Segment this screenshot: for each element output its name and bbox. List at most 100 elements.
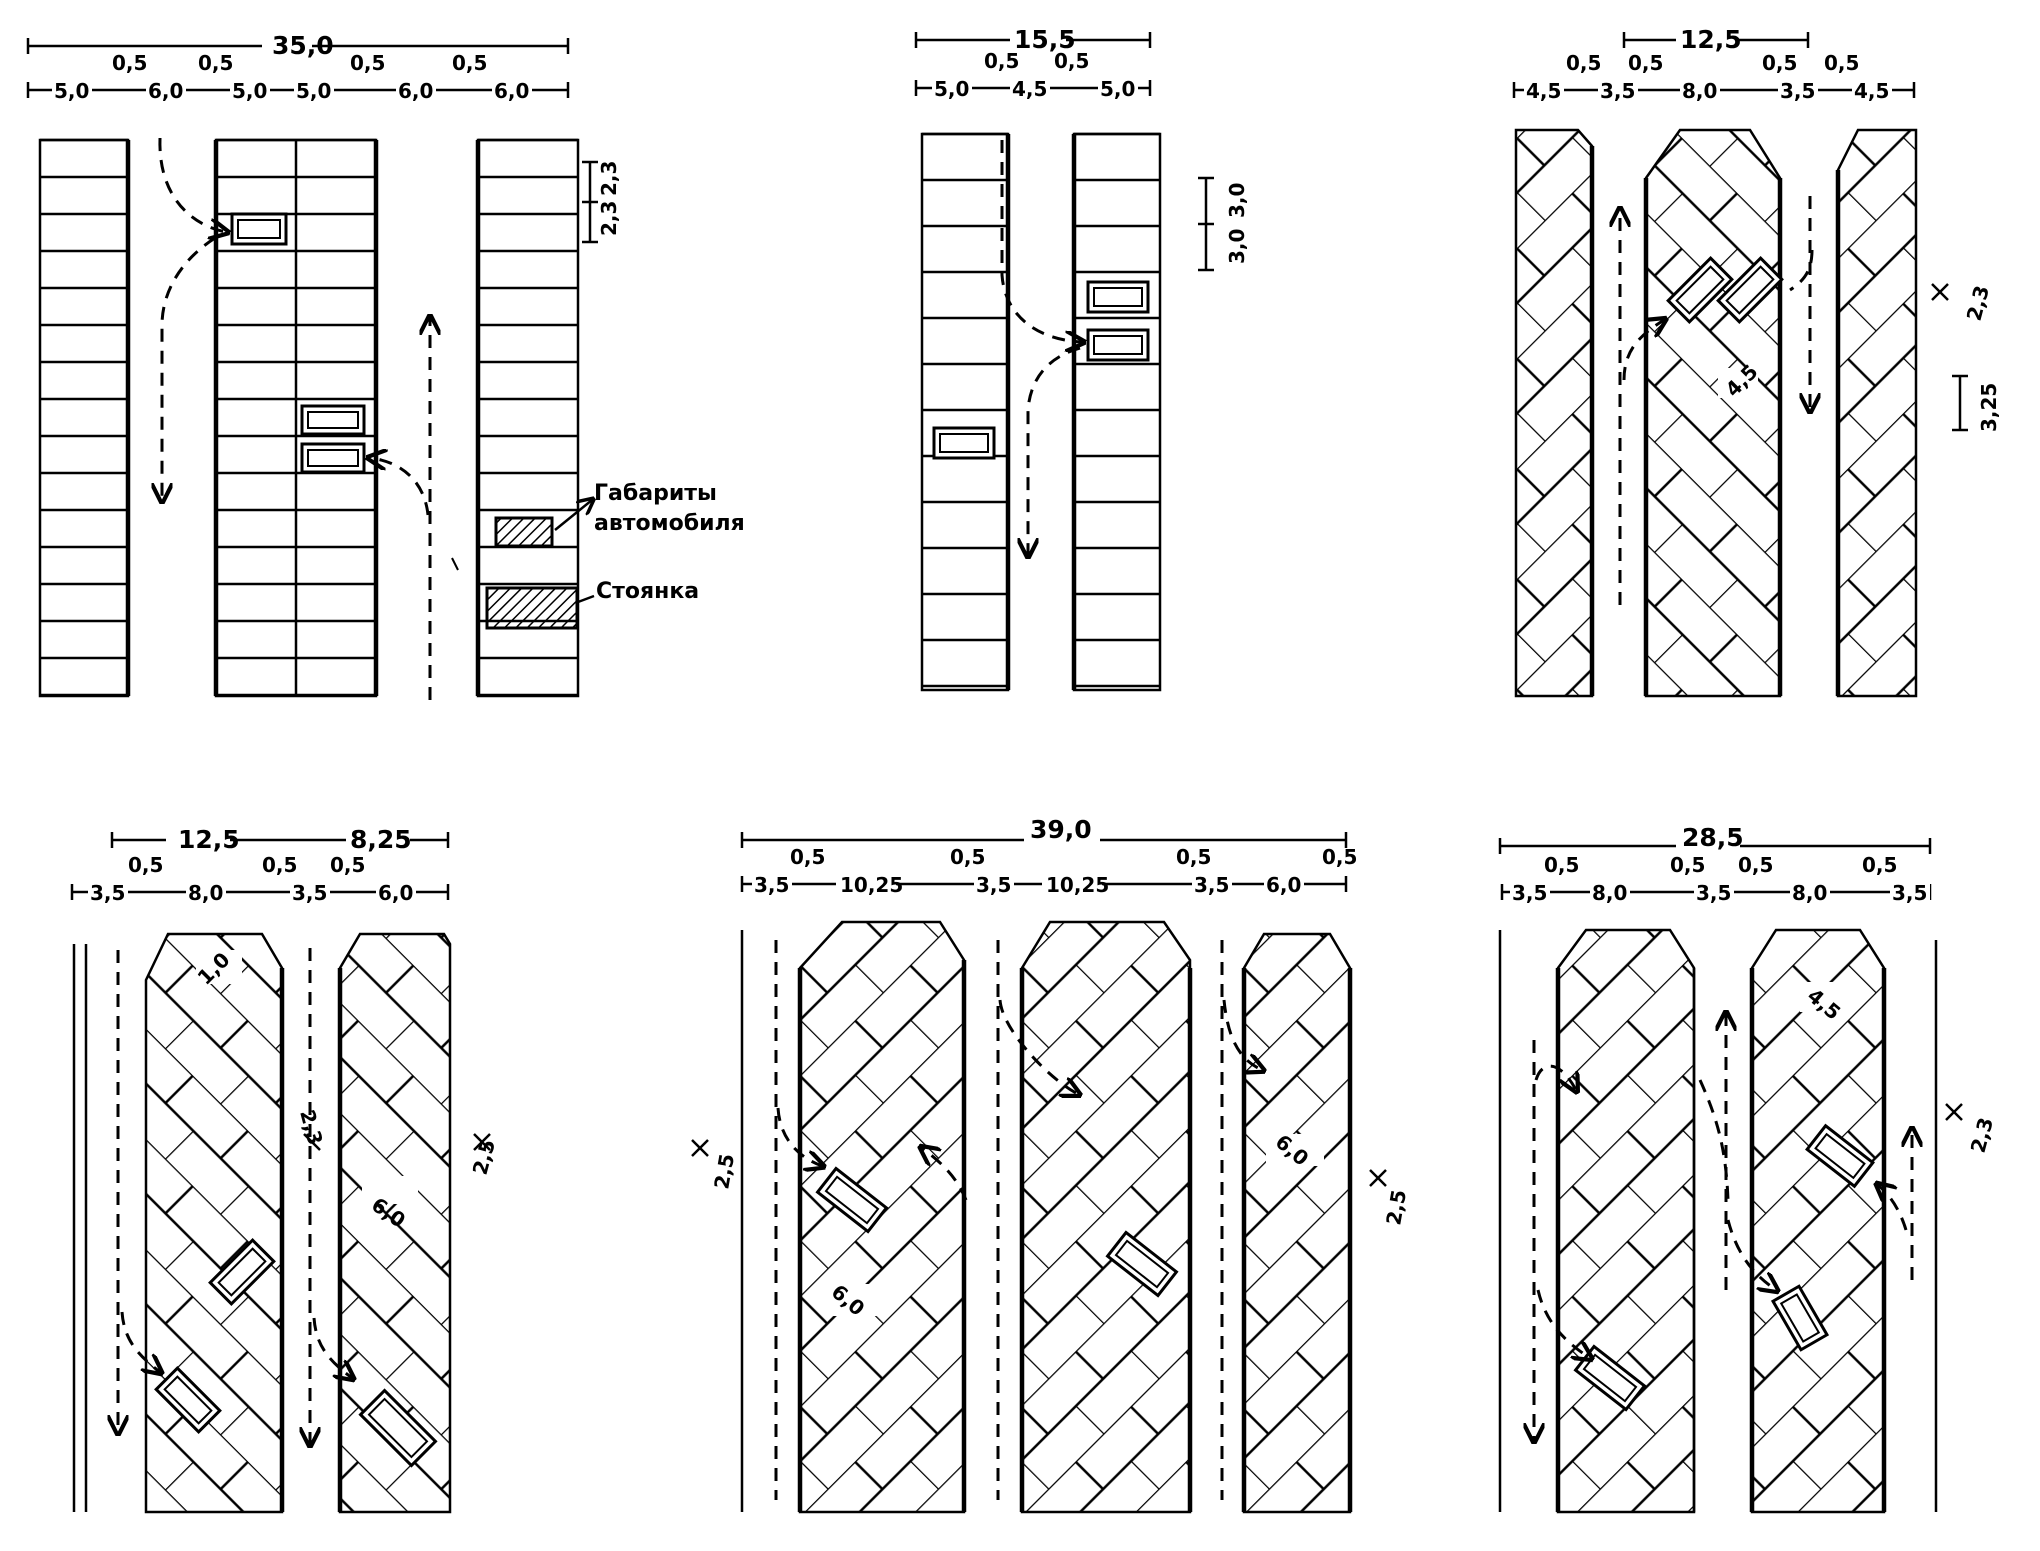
layout-5-width-2: 10,25	[840, 873, 903, 897]
layout-5-gap-3: 0,5	[1176, 845, 1211, 869]
layout-1-gap-3: 0,5	[350, 51, 385, 75]
layout-1-gap-1: 0,5	[112, 51, 147, 75]
layout-1-width-4: 5,0	[296, 79, 331, 103]
layout-3-stall-1: 2,3	[1962, 283, 1994, 323]
layout-3-dimensions: 12,5 0,5 0,5 0,5 0,5 4,5 3,5 8,0 3,5 4,5	[1512, 24, 1916, 103]
layout-3-gap-3: 0,5	[1762, 51, 1797, 75]
layout-6-dimensions: 28,5 0,5 0,5 0,5 0,5 3,5 8,0 3,5 8,0 3,5	[1498, 823, 1932, 905]
layout-4-width-2: 8,0	[188, 881, 223, 905]
layout-1: 35,0 0,5 0,5 0,5 0,5 5,0 6,0 5,0 5,0 6,0…	[26, 30, 745, 700]
layout-5-stall-1: 2,5	[709, 1152, 739, 1191]
layout-6-width-3: 3,5	[1696, 881, 1731, 905]
layout-1-stall-1: 2,3	[597, 161, 621, 196]
layout-1-width-2: 6,0	[148, 79, 183, 103]
layout-6-stall-2: 2,3	[1966, 1115, 1998, 1155]
layout-4-traffic-arrows	[118, 948, 352, 1444]
legend-car-label-2: автомобиля	[594, 511, 745, 536]
layout-5: 39,0 0,5 0,5 0,5 0,5 3,5 10,25 3,5 10,25…	[691, 814, 1411, 1514]
layout-4-width-4: 6,0	[378, 881, 413, 905]
layout-3-gap-4: 0,5	[1824, 51, 1859, 75]
layout-2-gap-1: 0,5	[984, 49, 1019, 73]
layout-3-width-1: 4,5	[1526, 79, 1561, 103]
layout-4-width-1: 3,5	[90, 881, 125, 905]
layout-6-stall-dimension: 2,3	[1945, 1103, 1998, 1155]
layout-5-width-5: 3,5	[1194, 873, 1229, 897]
layout-3-gap-2: 0,5	[1628, 51, 1663, 75]
layout-6-gap-2: 0,5	[1670, 853, 1705, 877]
layout-6-gap-1: 0,5	[1544, 853, 1579, 877]
layout-4-total: 12,5	[178, 825, 240, 854]
layout-1-gap-2: 0,5	[198, 51, 233, 75]
layout-3-stall-rows	[1514, 128, 1918, 698]
layout-2-stall-dimension: 3,0 3,0	[1198, 176, 1249, 272]
layout-5-gap-4: 0,5	[1322, 845, 1357, 869]
layout-4-gap-3: 0,5	[330, 853, 365, 877]
layout-6-gap-4: 0,5	[1862, 853, 1897, 877]
layout-1-legend: Габариты автомобиля Стоянка	[485, 481, 745, 630]
layout-1-cars	[230, 212, 366, 474]
layout-2-cars	[932, 280, 1150, 460]
layout-5-width-1: 3,5	[754, 873, 789, 897]
layout-5-cars	[815, 1166, 1179, 1298]
layout-2-dimensions: 15,5 0,5 0,5 5,0 4,5 5,0	[914, 24, 1152, 101]
layout-5-width-4: 10,25	[1046, 873, 1109, 897]
layout-3-width-2: 3,5	[1600, 79, 1635, 103]
layout-4-stall-2: 2,3	[295, 1107, 327, 1147]
layout-6-width-4: 8,0	[1792, 881, 1827, 905]
layout-5-dimensions: 39,0 0,5 0,5 0,5 0,5 3,5 10,25 3,5 10,25…	[740, 814, 1357, 897]
layout-5-width-3: 3,5	[976, 873, 1011, 897]
layout-1-width-5: 6,0	[398, 79, 433, 103]
layout-5-total: 39,0	[1030, 815, 1092, 844]
layout-2-stall-1: 3,0	[1225, 183, 1249, 218]
layout-3-gap-1: 0,5	[1566, 51, 1601, 75]
layout-2-width-1: 5,0	[934, 77, 969, 101]
layout-5-traffic-arrows	[774, 940, 1262, 1500]
layout-2-total: 15,5	[1014, 25, 1076, 54]
layout-4: 12,5 8,25 0,5 0,5 0,5 3,5 8,0 3,5 6,0	[70, 824, 500, 1514]
legend-parking-label: Стоянка	[596, 579, 699, 604]
layout-5-stall-rows: 6,0 6,0	[740, 920, 1353, 1514]
layout-3-width-5: 4,5	[1854, 79, 1889, 103]
layout-6-width-1: 3,5	[1512, 881, 1547, 905]
layout-6-traffic-arrows	[1534, 1014, 1912, 1440]
layout-3-stall-2: 3,25	[1977, 383, 2001, 432]
layout-2-stall-rows	[920, 132, 1162, 692]
layout-3-total: 12,5	[1680, 25, 1742, 54]
layout-4-gap-2: 0,5	[262, 853, 297, 877]
layout-1-width-1: 5,0	[54, 79, 89, 103]
layout-6-total: 28,5	[1682, 823, 1744, 852]
layout-6: 28,5 0,5 0,5 0,5 0,5 3,5 8,0 3,5 8,0 3,5	[1498, 823, 1998, 1514]
layout-4-width-3: 3,5	[292, 881, 327, 905]
layout-6-width-5: 3,5	[1892, 881, 1927, 905]
layout-4-total-2: 8,25	[350, 825, 412, 854]
layout-2-gap-2: 0,5	[1054, 49, 1089, 73]
layout-3-width-3: 8,0	[1682, 79, 1717, 103]
layout-1-gap-4: 0,5	[452, 51, 487, 75]
layout-2-width-2: 4,5	[1012, 77, 1047, 101]
layout-1-total: 35,0	[272, 31, 334, 60]
layout-1-dimensions: 35,0 0,5 0,5 0,5 0,5 5,0 6,0 5,0 5,0 6,0…	[26, 30, 570, 103]
layout-4-cars	[154, 1238, 438, 1468]
layout-4-stall-3: 2,5	[468, 1137, 500, 1177]
layout-1-traffic-arrows	[160, 137, 459, 700]
layout-5-stall-4: 2,5	[1381, 1188, 1411, 1227]
layout-1-stall-dimension: 2,3 2,3	[582, 161, 621, 244]
layout-1-stall-2: 2,3	[597, 201, 621, 236]
layout-3-stall-dimension: 2,3 3,25	[1931, 283, 2001, 432]
layout-4-gap-1: 0,5	[128, 853, 163, 877]
layout-4-stall-rows: 1,0 6,0	[72, 932, 452, 1514]
layout-3: 12,5 0,5 0,5 0,5 0,5 4,5 3,5 8,0 3,5 4,5	[1512, 24, 2001, 698]
layout-4-dimensions: 12,5 8,25 0,5 0,5 0,5 3,5 8,0 3,5 6,0	[70, 824, 450, 905]
legend-car-label-1: Габариты	[594, 481, 717, 506]
layout-2: 15,5 0,5 0,5 5,0 4,5 5,0 3,0 3,	[914, 24, 1249, 692]
layout-3-traffic-arrows	[1620, 196, 1812, 605]
layout-6-width-2: 8,0	[1592, 881, 1627, 905]
layout-5-width-6: 6,0	[1266, 873, 1301, 897]
layout-3-width-4: 3,5	[1780, 79, 1815, 103]
layout-6-stall-rows: 4,5	[1498, 928, 1938, 1514]
layout-2-traffic-arrows	[1000, 140, 1082, 555]
layout-1-width-3: 5,0	[232, 79, 267, 103]
layout-5-gap-2: 0,5	[950, 845, 985, 869]
layout-2-width-3: 5,0	[1100, 77, 1135, 101]
